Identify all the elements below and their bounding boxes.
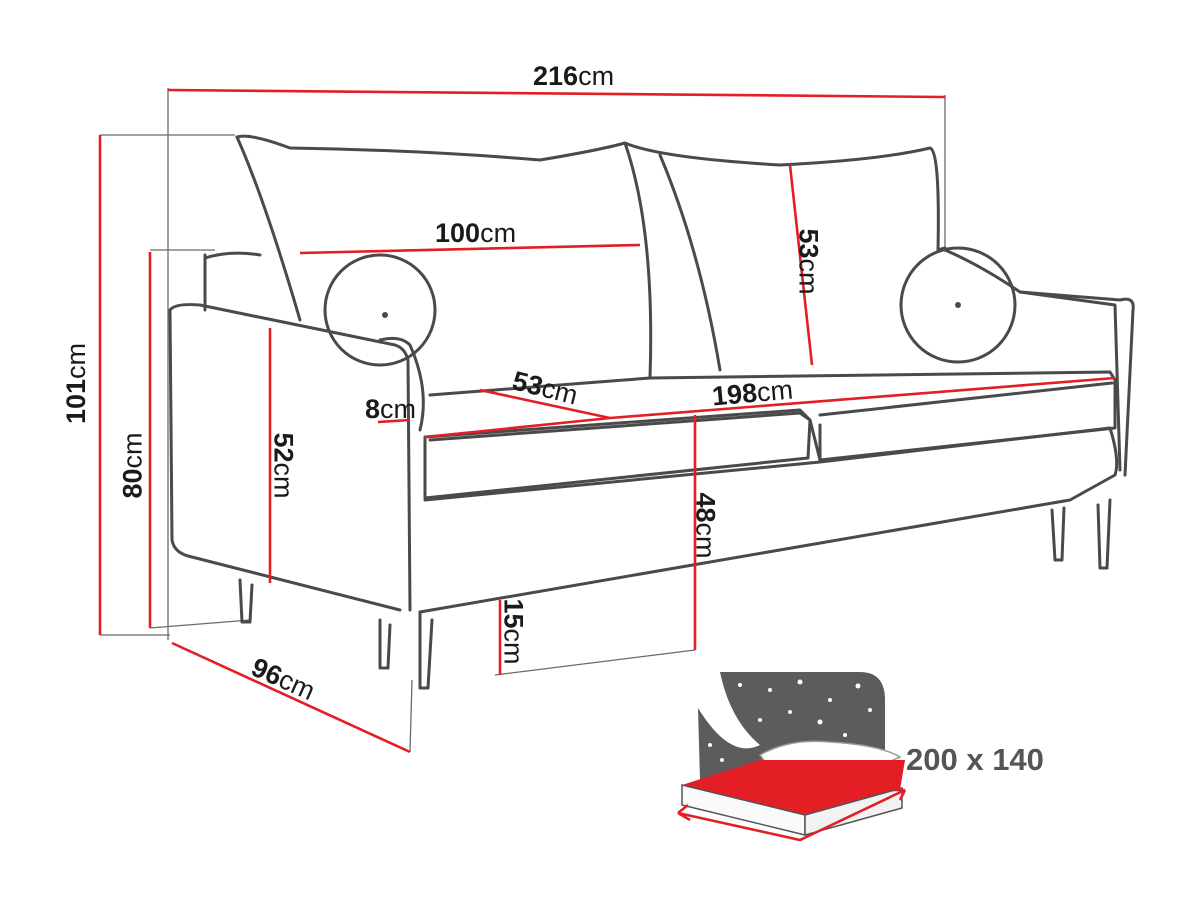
- leader-lines: [100, 88, 946, 753]
- dim-total-height: 101cm: [61, 342, 92, 425]
- bed-size-label: 200 x 140: [906, 742, 1044, 777]
- dim-armrest-thickness: 8cm: [365, 394, 417, 424]
- dim-leg-height: 15cm: [498, 598, 529, 665]
- sofa-outline: [168, 134, 1135, 690]
- dim-cushion-width: 100cm: [435, 218, 517, 248]
- dim-seat-height: 48cm: [690, 492, 721, 559]
- dim-cushion-height: 53cm: [793, 228, 824, 295]
- dim-armrest-side: 52cm: [268, 432, 299, 499]
- dim-armrest-height: 80cm: [117, 432, 148, 499]
- bolster-pillow-left: [323, 253, 437, 367]
- bolster-pillow-right: [899, 246, 1017, 364]
- dimension-lines: [98, 88, 1116, 754]
- dim-seat-width: 198cm: [710, 374, 795, 412]
- sofa-bed-icon: [677, 672, 907, 842]
- dim-total-width: 216cm: [533, 61, 615, 91]
